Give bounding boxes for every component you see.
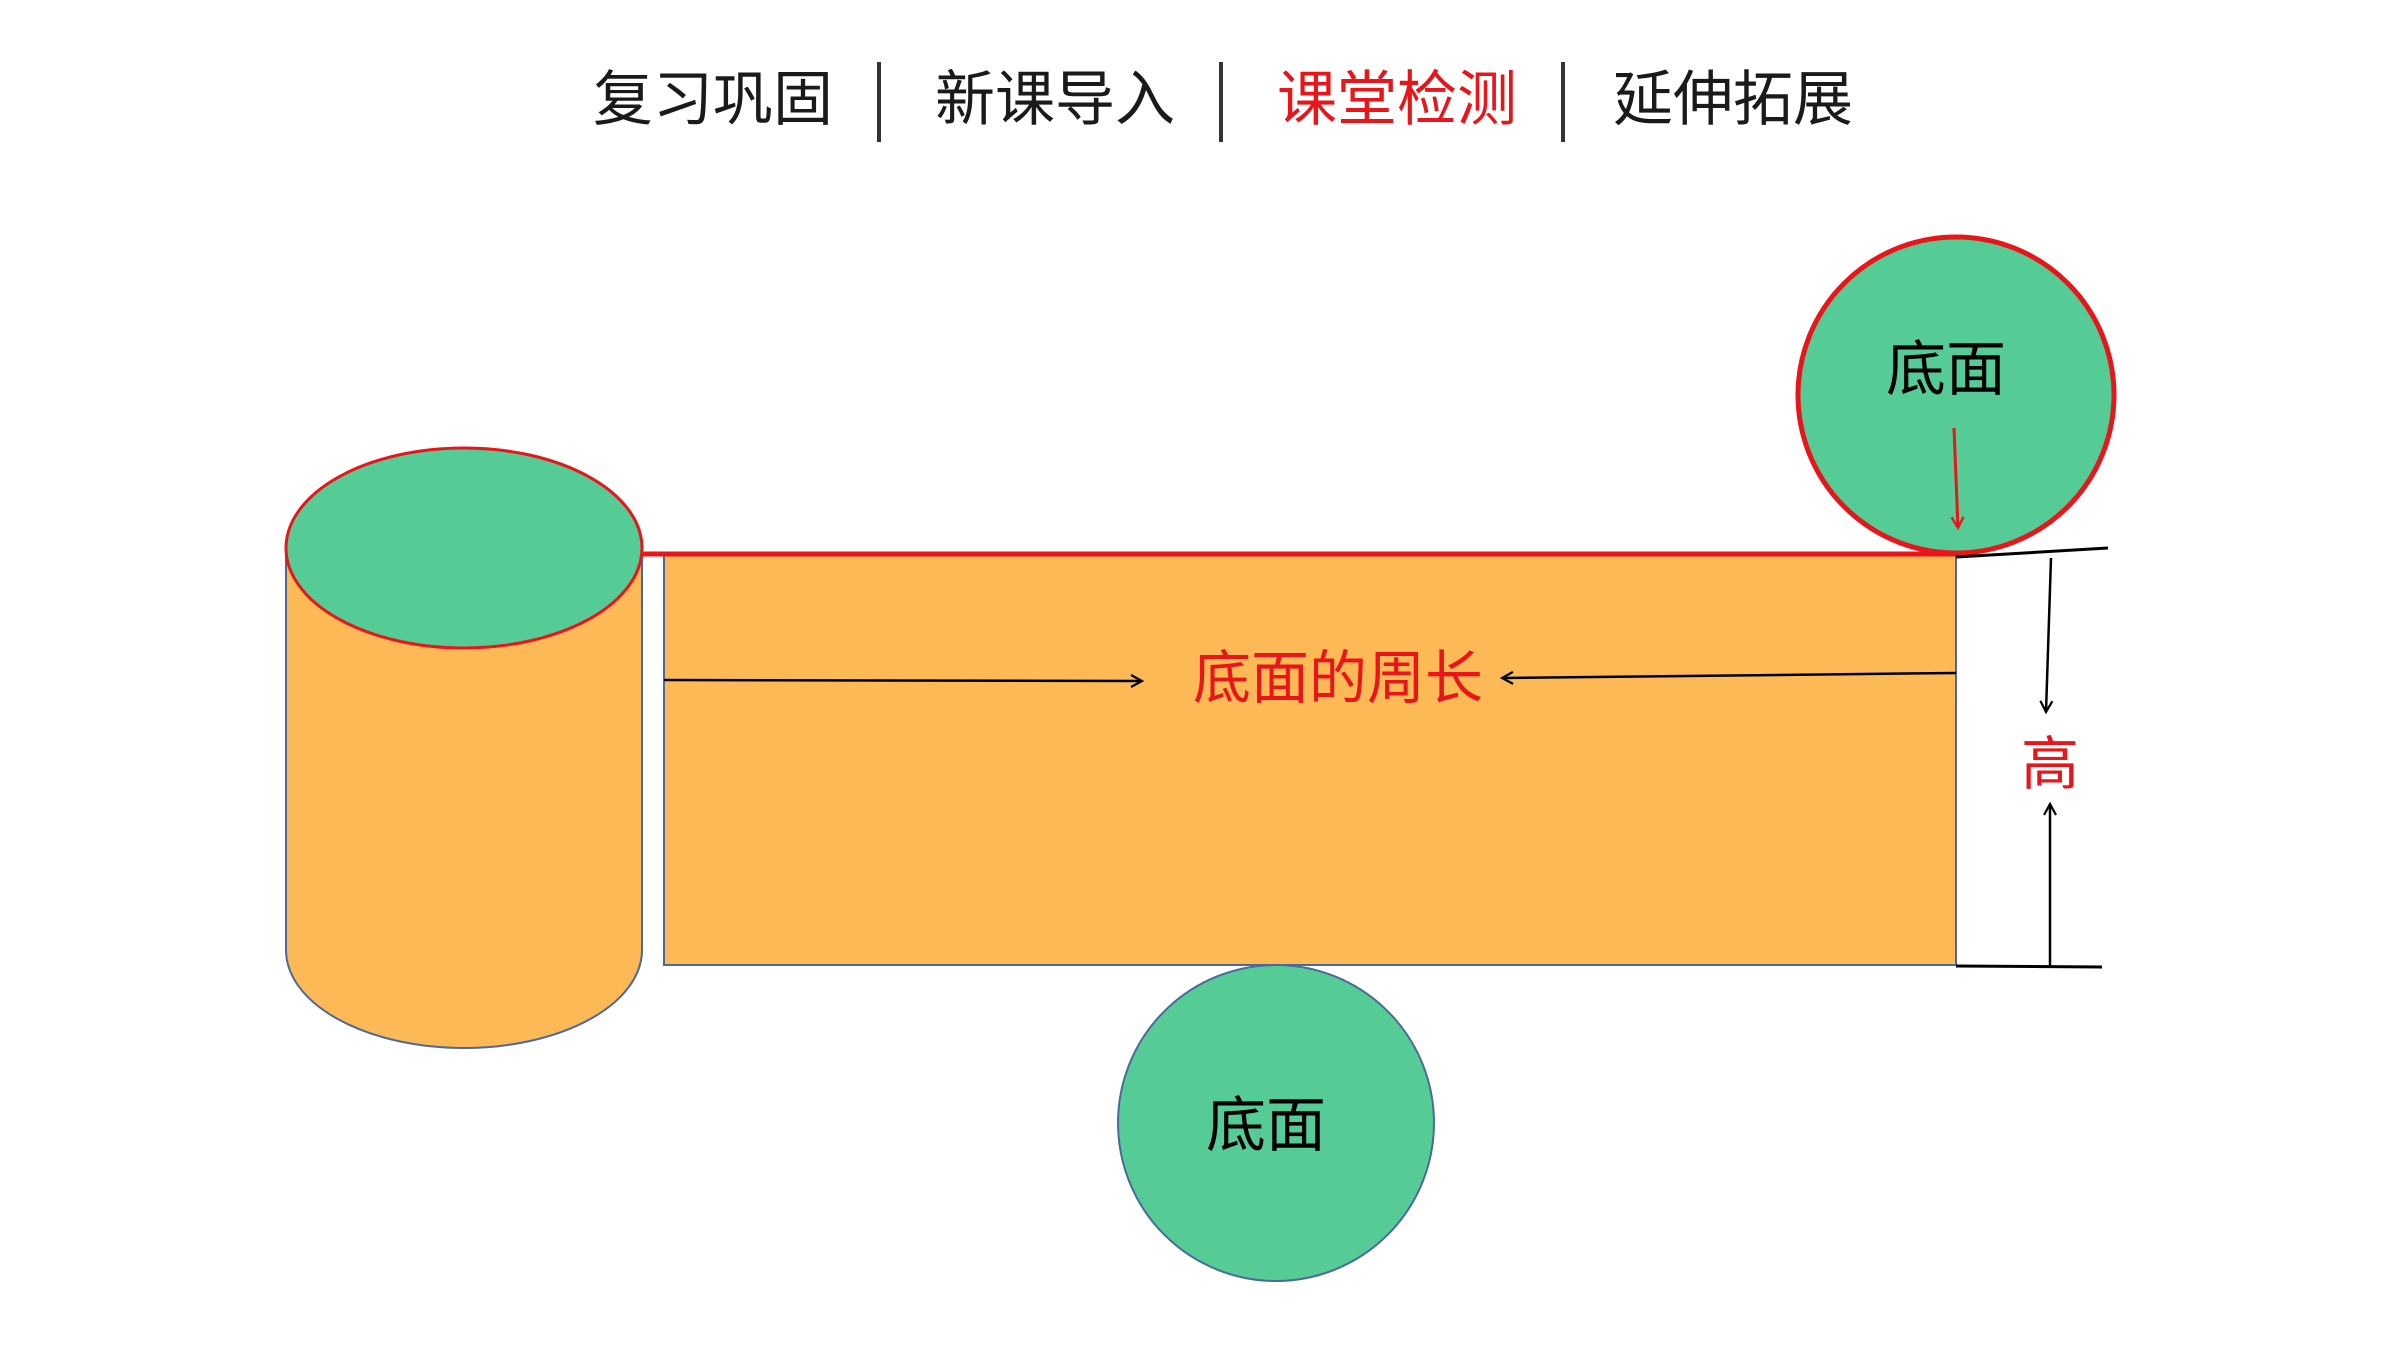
bottom-base-circle bbox=[1117, 964, 1435, 1282]
nav-separator bbox=[1219, 62, 1223, 142]
lateral-surface-rect bbox=[663, 554, 1957, 966]
height-label: 高 bbox=[2021, 730, 2079, 798]
height-arrow-down bbox=[2046, 557, 2051, 712]
tab-review[interactable]: 复习巩固 bbox=[593, 65, 833, 135]
height-bottom-extension bbox=[1955, 964, 2103, 969]
tab-new-lesson[interactable]: 新课导入 bbox=[935, 65, 1175, 135]
tab-class-test[interactable]: 课堂检测 bbox=[1277, 65, 1517, 135]
nav-separator bbox=[877, 62, 881, 142]
top-base-label: 底面 bbox=[1886, 335, 2006, 405]
cylinder-body bbox=[285, 547, 643, 1049]
bottom-base-label: 底面 bbox=[1206, 1091, 1326, 1161]
height-top-extension bbox=[1955, 546, 2109, 559]
top-base-arrow bbox=[1954, 427, 1958, 528]
cylinder-top-base bbox=[284, 446, 644, 650]
perimeter-arrow-left bbox=[663, 680, 1142, 681]
perimeter-arrow-right bbox=[1502, 673, 1957, 678]
top-base-circle bbox=[1795, 234, 2117, 556]
section-nav: 复习巩固 新课导入 课堂检测 延伸拓展 bbox=[0, 0, 2400, 160]
perimeter-label: 底面的周长 bbox=[1193, 644, 1483, 712]
cylinder bbox=[284, 446, 644, 1049]
tab-extension[interactable]: 延伸拓展 bbox=[1613, 65, 1853, 135]
nav-separator bbox=[1561, 62, 1565, 142]
